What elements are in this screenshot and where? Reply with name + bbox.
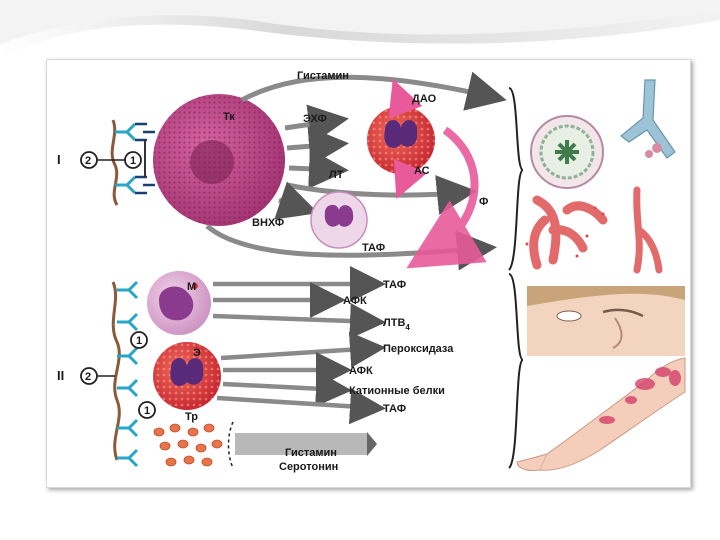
mediator-as: АС (414, 165, 430, 177)
mediator-vnkhf: ВНХФ (252, 217, 284, 229)
eosinophil-bottom (153, 342, 221, 410)
mediator-ltb4: ЛТВ4 (383, 317, 410, 332)
level-2-label: II (57, 368, 64, 383)
mediator-afk-1: АФК (343, 295, 367, 307)
mediator-dao: ДАО (412, 93, 437, 105)
receptor-num-1: 1 (130, 155, 136, 167)
figure-frame: I 2 1 Тк Гистамин (46, 59, 691, 488)
mast-cell-arrows (205, 71, 507, 271)
arm-rash-illustration (516, 357, 686, 471)
monocyte-label: М (187, 281, 196, 293)
mediator-taf-2: ТАФ (383, 279, 406, 291)
mediator-histamine: Гистамин (297, 70, 349, 82)
eosinophil-top (367, 106, 435, 174)
level-1-label: I (57, 152, 61, 167)
level-2-membrane (111, 280, 139, 468)
mast-cell (153, 94, 285, 226)
receptor-circle-1b (130, 331, 148, 349)
mediator-cationic-proteins: Катионные белки (349, 385, 445, 397)
bronchus-illustration (530, 79, 676, 189)
allergy-mediator-diagram: I 2 1 Тк Гистамин (57, 70, 686, 473)
receptor-num-2b: 2 (85, 371, 91, 383)
face-illustration (527, 286, 685, 356)
eosinophil-label: Э (193, 347, 201, 359)
neutrophil-cell (310, 191, 368, 249)
mediator-afk-2: АФК (349, 365, 373, 377)
mediator-f: Ф (479, 196, 488, 208)
mediator-taf-3: ТАФ (383, 403, 406, 415)
mediator-lt: ЛТ (329, 169, 344, 181)
level-1-bracket (508, 87, 524, 271)
level-2-arrows (212, 266, 386, 425)
mediator-histamine-2: Гистамин (285, 447, 337, 459)
monocyte-cell (147, 271, 211, 335)
level-2-bracket (508, 273, 524, 469)
vessel-illustration (525, 186, 663, 274)
level-1-membrane (110, 119, 155, 206)
receptor-num-2: 2 (85, 155, 91, 167)
platelet-label: Тр (185, 411, 198, 423)
mediator-peroxidase: Пероксидаза (383, 343, 454, 355)
mediator-taf: ТАФ (362, 242, 385, 254)
receptor-num-1c: 1 (144, 405, 150, 417)
mediator-ekhf: ЭХФ (303, 113, 327, 125)
platelets (153, 423, 223, 467)
mediator-serotonin: Серотонин (279, 461, 338, 473)
receptor-num-1b: 1 (136, 335, 142, 347)
pink-feedback-arrow (406, 126, 487, 269)
receptor-circle-1c (138, 401, 156, 419)
slide-header-swoosh (0, 0, 720, 60)
mast-cell-label: Тк (223, 111, 235, 123)
